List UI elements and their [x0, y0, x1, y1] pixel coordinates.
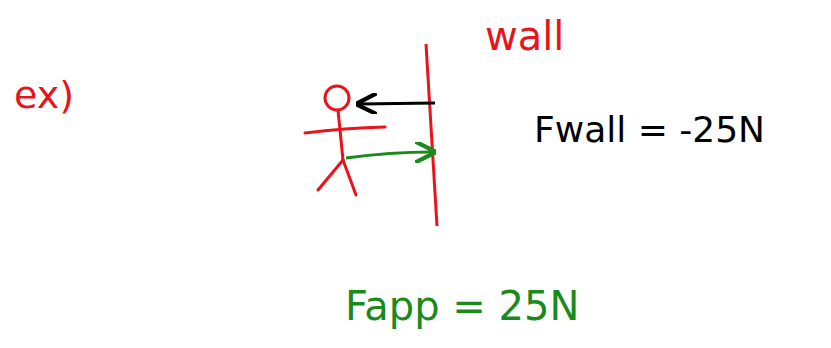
wall-force-label: Fwall = -25N [534, 112, 765, 148]
applied-force-label: Fapp = 25N [345, 286, 579, 326]
example-marker: ex) [14, 76, 74, 114]
wall-force-arrow [360, 103, 435, 104]
applied-force-arrow [346, 152, 432, 158]
wall-line [426, 44, 437, 226]
wall-label: wall [485, 16, 564, 56]
